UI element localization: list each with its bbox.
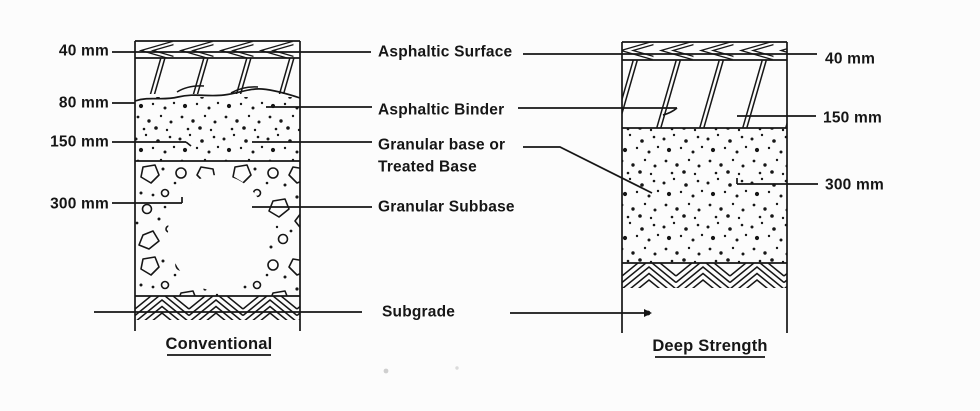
title-conventional: Conventional bbox=[166, 335, 273, 353]
leader-lines bbox=[94, 51, 818, 314]
subbase-sparse-centre bbox=[168, 175, 268, 291]
conventional-subgrade-hatch bbox=[135, 296, 300, 320]
leader-base-right-diagonal bbox=[523, 146, 653, 194]
scan-smudges bbox=[383, 366, 459, 374]
deep-outline bbox=[621, 41, 788, 333]
binder-base-wavy-boundary bbox=[134, 88, 301, 102]
label-asphaltic-surface: Asphaltic Surface bbox=[378, 44, 513, 61]
measurement-300mm-left: 300 mm bbox=[50, 196, 109, 213]
title-deep-strength: Deep Strength bbox=[652, 337, 767, 355]
label-granular-base-line1: Granular base or bbox=[378, 137, 505, 154]
label-asphaltic-binder: Asphaltic Binder bbox=[378, 102, 504, 119]
deep-strength-column bbox=[621, 41, 788, 333]
measurement-80mm-left: 80 mm bbox=[59, 95, 109, 112]
label-granular-subbase: Granular Subbase bbox=[378, 199, 515, 216]
conventional-asphaltic-surface-layer bbox=[135, 41, 300, 58]
measurement-150mm-right: 150 mm bbox=[823, 110, 882, 127]
measurement-40mm-right: 40 mm bbox=[825, 51, 875, 68]
label-subgrade: Subgrade bbox=[382, 304, 455, 321]
deep-subgrade-hatch bbox=[622, 263, 787, 288]
measurement-40mm-left: 40 mm bbox=[59, 43, 109, 60]
deep-asphaltic-binder-layer bbox=[622, 60, 787, 128]
conventional-asphaltic-binder-layer bbox=[135, 58, 300, 94]
subgrade-arrow-dot bbox=[645, 310, 651, 316]
binder-hook-marks bbox=[176, 85, 259, 94]
label-granular-base-line2: Treated Base bbox=[378, 159, 477, 176]
deep-asphaltic-surface-layer bbox=[622, 42, 787, 60]
leader-binder-right-hook bbox=[662, 107, 678, 116]
text-layer: 40 mm 80 mm 150 mm 300 mm Asphaltic Surf… bbox=[50, 43, 884, 358]
leader-150mm-left-tick bbox=[185, 141, 192, 147]
measurement-300mm-right: 300 mm bbox=[825, 177, 884, 194]
conventional-column bbox=[134, 40, 301, 331]
deep-treated-base-layer bbox=[622, 128, 787, 263]
conventional-outline bbox=[134, 40, 301, 331]
measurement-150mm-left: 150 mm bbox=[50, 134, 109, 151]
